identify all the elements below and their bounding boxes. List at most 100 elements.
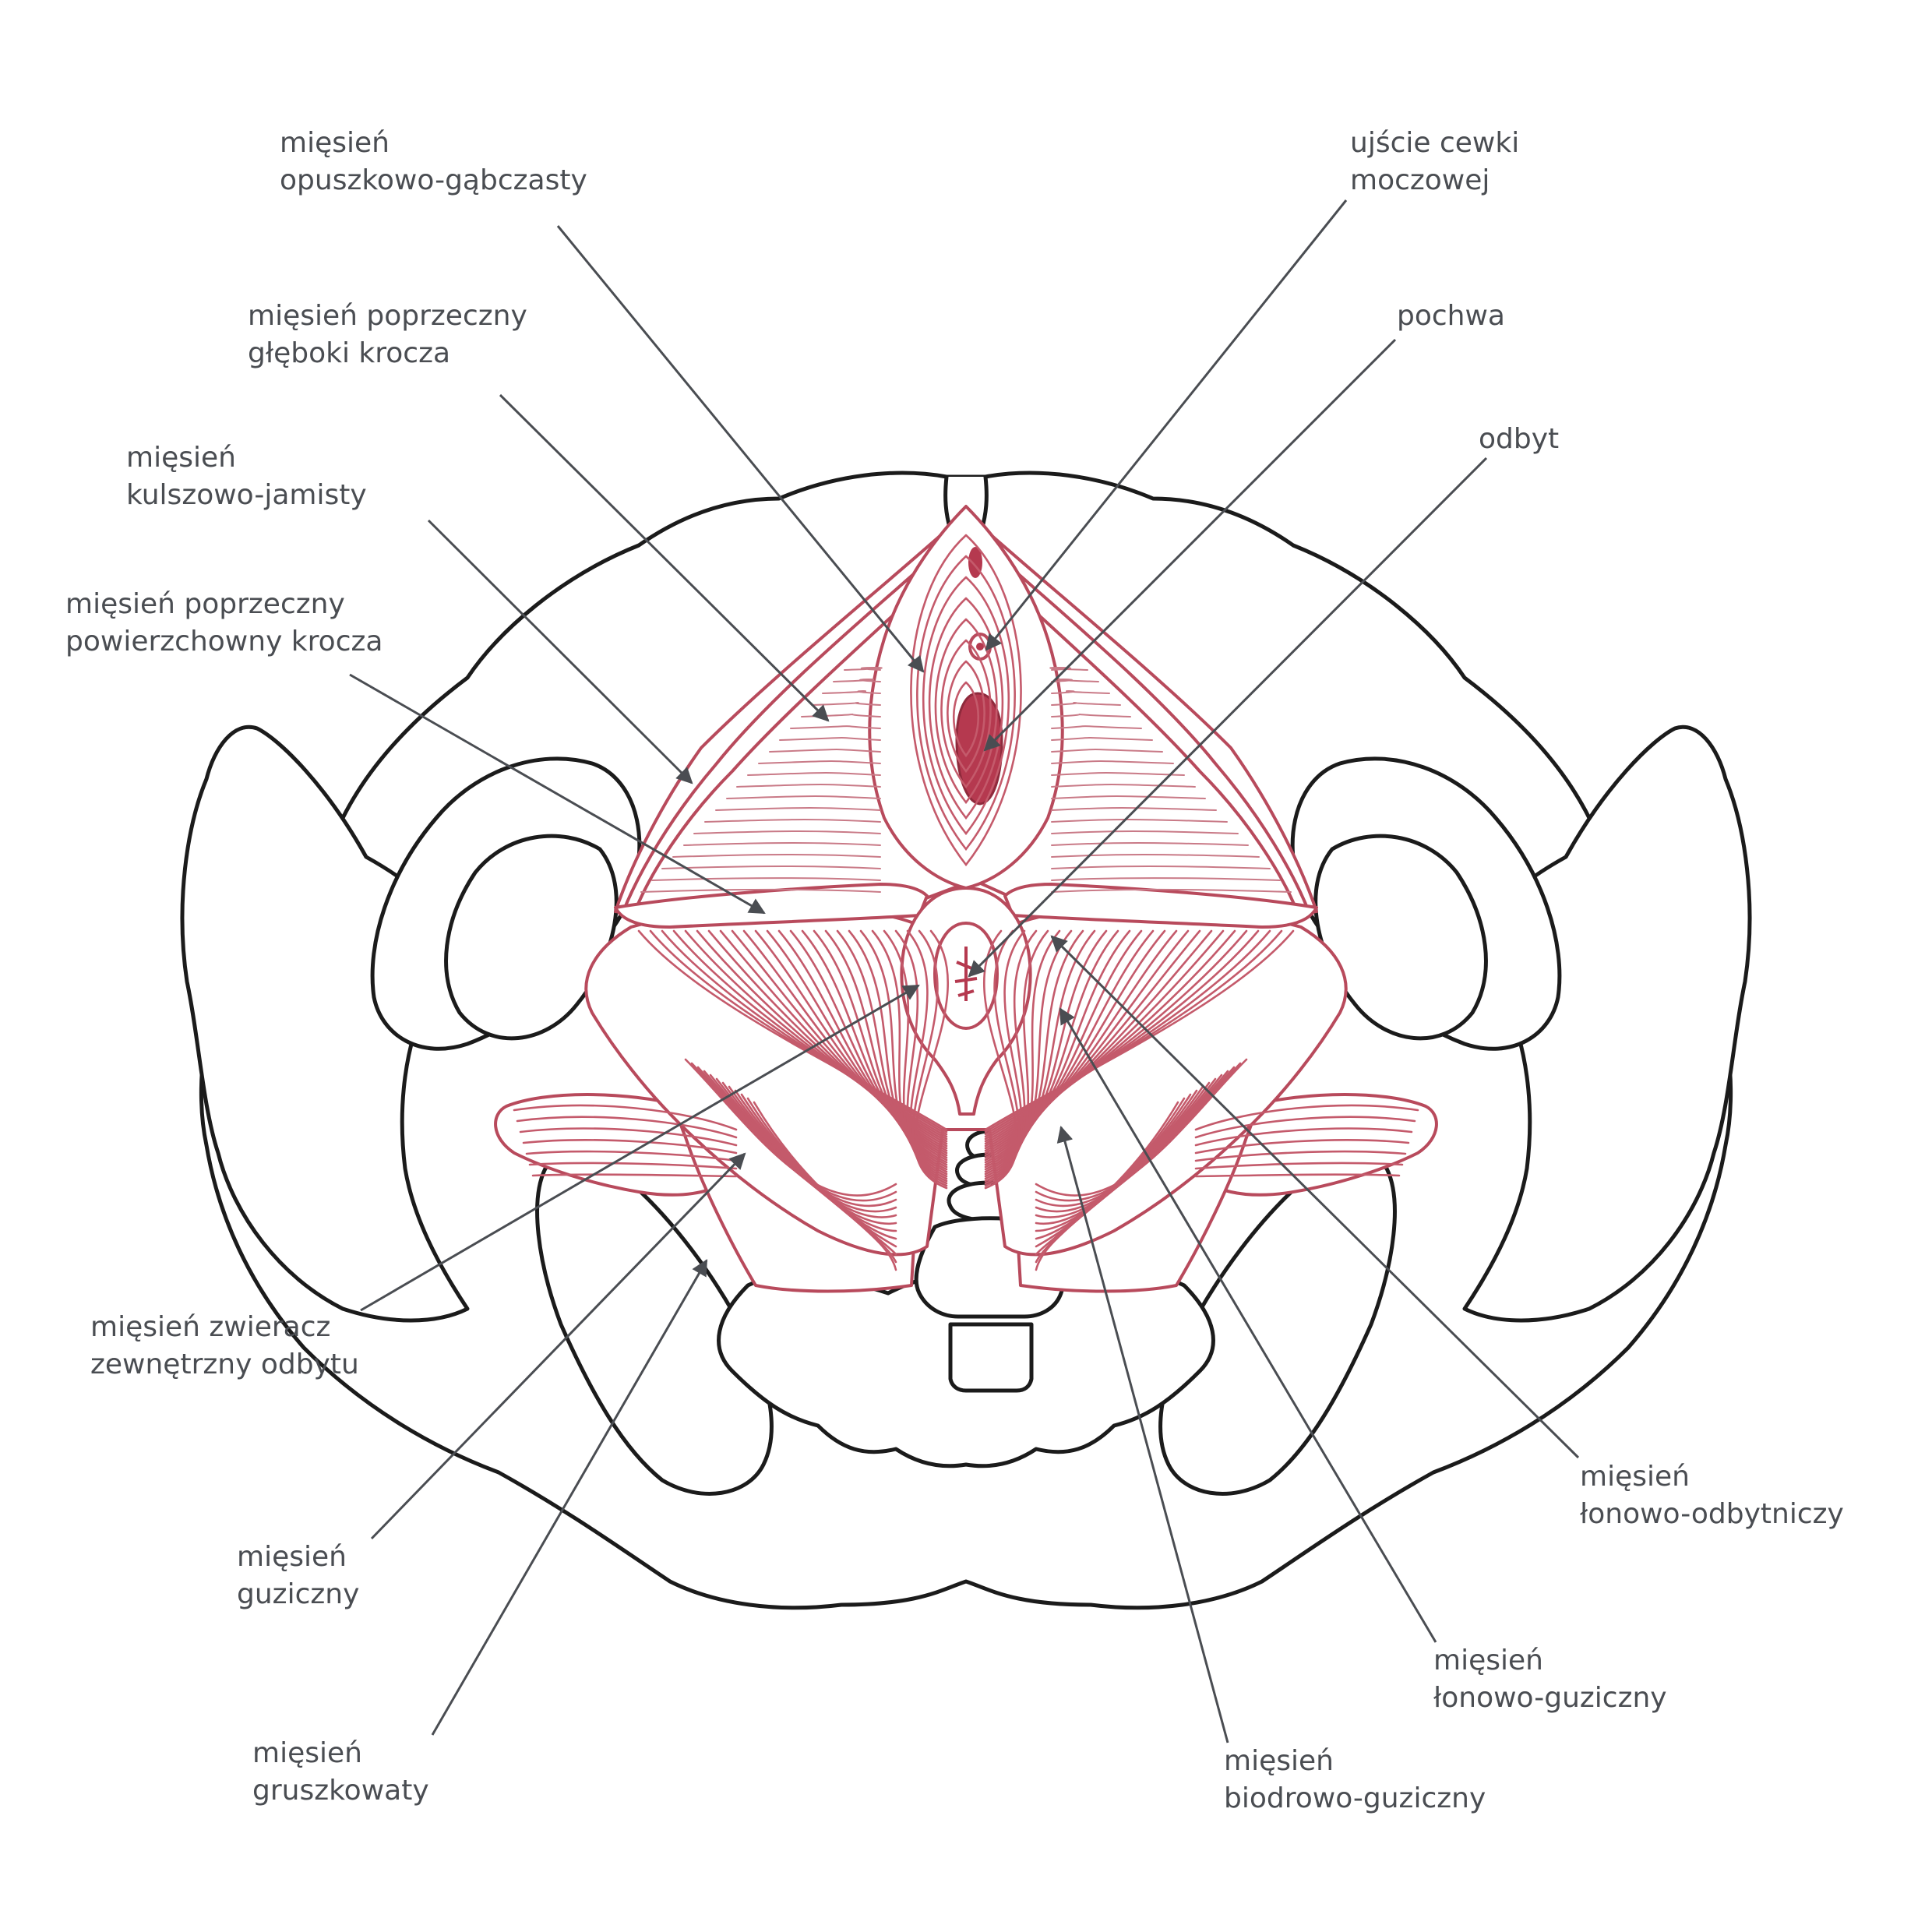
fiber-deep-right bbox=[1051, 714, 1131, 717]
fiber-levator-left bbox=[848, 929, 948, 1173]
fiber-levator-left bbox=[684, 929, 948, 1141]
fiber-piriformis-right bbox=[1194, 1150, 1407, 1162]
fiber-deep-right bbox=[1051, 737, 1153, 741]
muscle-fibers bbox=[513, 534, 1419, 1271]
fiber-deep-left bbox=[736, 784, 881, 788]
fiber-levator-right bbox=[984, 929, 1248, 1141]
fiber-deep-right bbox=[1051, 866, 1271, 869]
fiber-deep-left bbox=[726, 795, 881, 799]
fiber-deep-right bbox=[1051, 819, 1228, 823]
fiber-deep-left bbox=[822, 690, 881, 694]
fiber-piriformis-left bbox=[519, 1127, 738, 1147]
fiber-bulbospongiosus bbox=[947, 660, 985, 774]
label-urethra: ujście cewki moczowej bbox=[1350, 125, 1519, 199]
fiber-levator-right bbox=[984, 929, 1201, 1150]
fiber-bulbospongiosus bbox=[916, 555, 1016, 851]
anus bbox=[954, 947, 978, 1001]
leader-ischiocavernosus bbox=[427, 519, 693, 784]
label-coccygeus: mięsień guziczny bbox=[237, 1539, 359, 1613]
fiber-deep-right bbox=[1051, 889, 1292, 893]
fiber-deep-right bbox=[1051, 725, 1142, 729]
fiber-levator-left bbox=[836, 929, 948, 1171]
label-deep-transverse: mięsień poprzeczny głęboki krocza bbox=[248, 298, 527, 372]
leader-bulbospongiosus bbox=[556, 225, 925, 673]
fiber-levator-right bbox=[984, 929, 1073, 1176]
fiber-deep-right bbox=[1051, 784, 1196, 788]
label-puborectalis: mięsień łonowo-odbytniczy bbox=[1580, 1458, 1844, 1533]
label-line: mięsień bbox=[1224, 1745, 1334, 1777]
fiber-deep-left bbox=[833, 679, 881, 682]
label-line: głęboki krocza bbox=[248, 337, 451, 369]
fiber-deep-right bbox=[1051, 830, 1239, 834]
leader-external-sphincter bbox=[360, 984, 920, 1312]
fiber-piriformis-left bbox=[531, 1173, 738, 1178]
fiber-deep-left bbox=[651, 877, 881, 881]
fiber-deep-right bbox=[1051, 690, 1110, 694]
fiber-deep-right bbox=[1051, 807, 1217, 811]
fiber-deep-right bbox=[1051, 877, 1281, 881]
leader-lines bbox=[349, 199, 1580, 1743]
label-line: mięsień poprzeczny bbox=[65, 588, 345, 620]
fiber-piriformis-right bbox=[1194, 1173, 1401, 1178]
leader-deep-transverse bbox=[499, 393, 830, 722]
label-line: biodrowo-guziczny bbox=[1224, 1782, 1486, 1814]
fiber-bulbospongiosus bbox=[940, 639, 992, 789]
label-line: mięsień bbox=[126, 442, 236, 474]
fiber-deep-left bbox=[640, 889, 881, 893]
label-line: pochwa bbox=[1397, 300, 1505, 332]
label-superficial-transverse: mięsień poprzeczny powierzchowny krocza bbox=[65, 586, 383, 661]
fiber-deep-right bbox=[1051, 795, 1206, 799]
fiber-levator-right bbox=[983, 929, 1018, 1190]
label-line: moczowej bbox=[1350, 164, 1490, 196]
fiber-deep-right bbox=[1051, 854, 1260, 858]
label-ischiocavernosus: mięsień kulszowo-jamisty bbox=[126, 439, 367, 514]
fiber-deep-right bbox=[1051, 702, 1121, 706]
label-line: łonowo-odbytniczy bbox=[1580, 1498, 1844, 1530]
leader-coccygeus bbox=[370, 1152, 746, 1540]
fiber-deep-left bbox=[747, 772, 881, 776]
label-line: opuszkowo-gąbczasty bbox=[280, 164, 587, 196]
fiber-deep-left bbox=[715, 807, 881, 811]
fiber-piriformis-right bbox=[1194, 1127, 1413, 1147]
fiber-deep-right bbox=[1051, 749, 1163, 753]
fiber-levator-right bbox=[984, 929, 1108, 1169]
fiber-deep-left bbox=[844, 667, 883, 671]
leader-anus bbox=[968, 457, 1488, 978]
label-bulbospongiosus: mięsień opuszkowo-gąbczasty bbox=[280, 125, 587, 199]
fiber-piriformis-left bbox=[525, 1150, 738, 1162]
label-line: zewnętrzny odbytu bbox=[90, 1349, 359, 1380]
fiber-piriformis-left bbox=[513, 1104, 738, 1131]
fiber-deep-left bbox=[661, 866, 881, 869]
fiber-deep-left bbox=[704, 819, 881, 823]
label-line: mięsień bbox=[1433, 1645, 1543, 1676]
fiber-piriformis-right bbox=[1194, 1162, 1404, 1170]
label-line: mięsień bbox=[252, 1737, 362, 1769]
fiber-levator-right bbox=[984, 929, 1096, 1171]
fiber-deep-left bbox=[672, 854, 881, 858]
label-anus: odbyt bbox=[1479, 421, 1559, 458]
label-line: guziczny bbox=[237, 1578, 360, 1610]
label-piriformis: mięsień gruszkowaty bbox=[252, 1735, 429, 1810]
fiber-levator-left bbox=[731, 929, 948, 1150]
fiber-deep-left bbox=[811, 702, 881, 706]
fiber-coccygeus-right bbox=[1035, 1101, 1179, 1271]
fiber-piriformis-left bbox=[522, 1139, 738, 1155]
leader-urethra bbox=[985, 199, 1348, 651]
label-vagina: pochwa bbox=[1397, 298, 1505, 335]
fiber-bulbospongiosus bbox=[953, 681, 979, 758]
fiber-piriformis-left bbox=[528, 1162, 738, 1170]
leader-superficial-transverse bbox=[349, 673, 766, 915]
leader-piriformis bbox=[431, 1259, 708, 1736]
fiber-bulbospongiosus bbox=[922, 576, 1010, 836]
label-line: gruszkowaty bbox=[252, 1775, 429, 1807]
leader-vagina bbox=[983, 338, 1397, 752]
label-pubococcygeus: mięsień łonowo-guziczny bbox=[1433, 1642, 1667, 1717]
fiber-piriformis-right bbox=[1194, 1139, 1410, 1155]
leader-pubococcygeus bbox=[1059, 1007, 1437, 1643]
label-line: mięsień bbox=[237, 1541, 347, 1573]
label-line: ujście cewki bbox=[1350, 127, 1520, 159]
fiber-levator-left bbox=[859, 929, 948, 1176]
fiber-deep-right bbox=[1051, 772, 1185, 776]
fiber-bulbospongiosus bbox=[928, 597, 1004, 820]
fiber-piriformis-left bbox=[516, 1116, 738, 1139]
